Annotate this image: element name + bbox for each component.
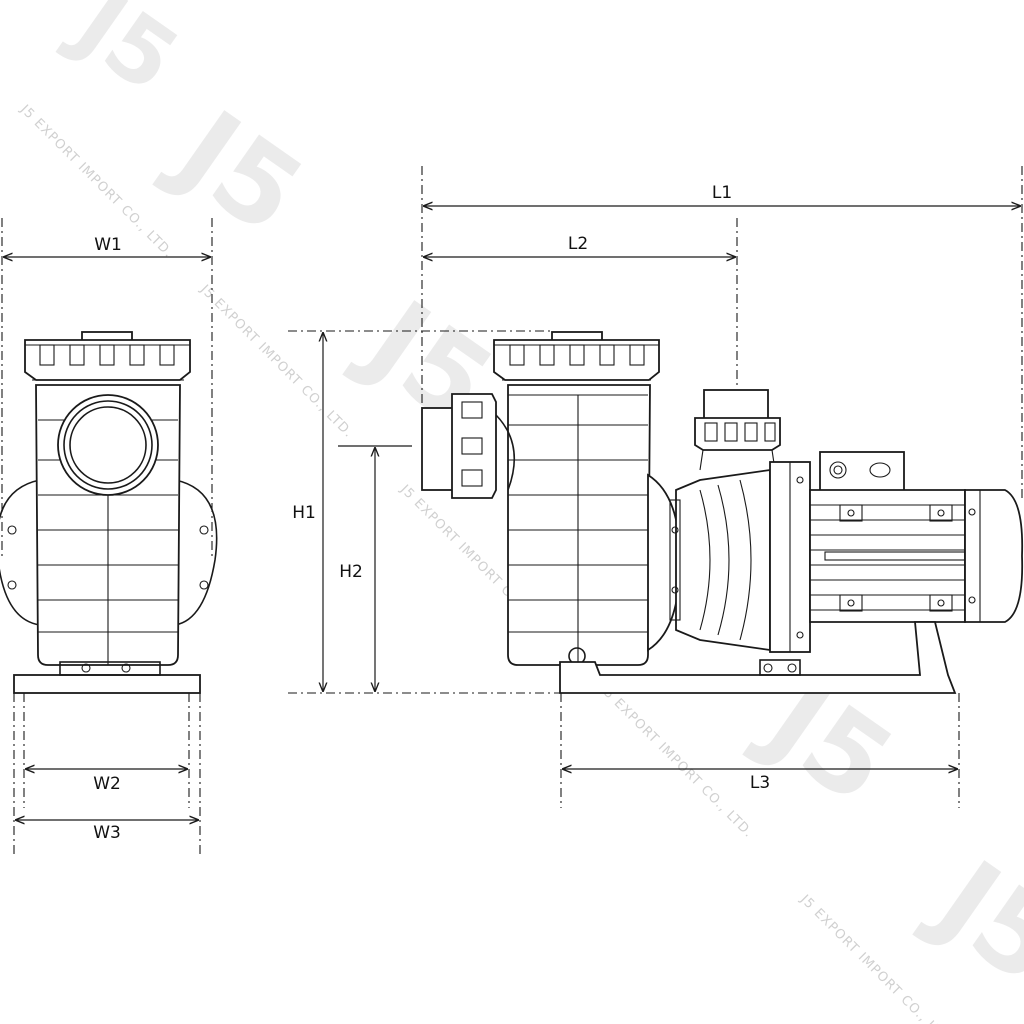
- dimension-l2: L2: [424, 218, 738, 388]
- dimension-l1: L1: [421, 166, 1023, 500]
- watermark-logo: J5: [149, 82, 324, 258]
- watermark-logo: J5: [909, 832, 1024, 1008]
- label-h2: H2: [339, 562, 363, 582]
- dimension-w2: W2: [23, 693, 190, 808]
- label-l2: L2: [568, 234, 588, 254]
- watermark-text: J5 EXPORT IMPORT CO., LTD.: [796, 892, 956, 1024]
- dimension-l3: L3: [560, 693, 960, 808]
- watermark-text: J5 EXPORT IMPORT CO., LTD.: [196, 282, 356, 442]
- dimension-w1: W1: [1, 218, 213, 560]
- watermark-text: J5 EXPORT IMPORT CO., LTD.: [596, 682, 756, 842]
- label-w3: W3: [93, 823, 121, 843]
- label-w1: W1: [94, 235, 122, 255]
- side-view: [421, 331, 1024, 694]
- label-h1: H1: [292, 503, 316, 523]
- dimension-h2: H2: [338, 445, 412, 691]
- watermark-logo: J5: [52, 0, 196, 113]
- dimension-h1: H1: [288, 330, 560, 694]
- label-l3: L3: [750, 773, 770, 793]
- label-l1: L1: [712, 183, 732, 203]
- dimension-w3: W3: [13, 693, 201, 858]
- front-view: [0, 331, 218, 694]
- label-w2: W2: [93, 774, 121, 794]
